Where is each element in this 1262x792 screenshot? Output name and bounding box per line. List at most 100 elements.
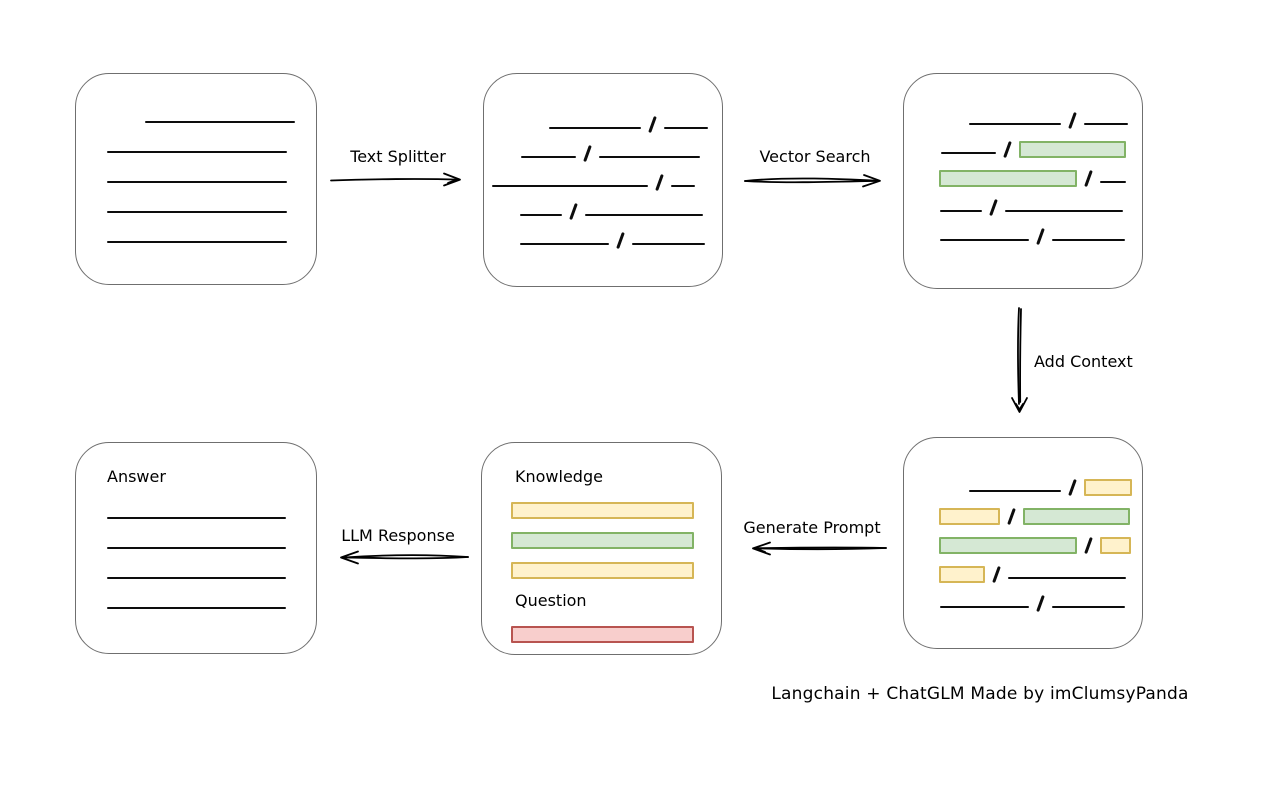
segment-row — [511, 519, 721, 549]
text-line — [1052, 606, 1125, 608]
spacer — [492, 248, 512, 249]
text-line — [107, 547, 286, 549]
spacer — [492, 219, 512, 220]
vector-search-label: Vector Search — [759, 147, 871, 166]
segment-row — [107, 187, 316, 217]
diagram-caption: Langchain + ChatGLM Made by imClumsyPand… — [771, 684, 1189, 704]
add-context-arrow-icon — [1011, 307, 1028, 413]
add-context-label: Add Context — [1034, 352, 1133, 371]
spacer — [912, 582, 931, 583]
segment-row — [107, 583, 316, 613]
box-prompt: Knowledge Question — [481, 442, 722, 655]
text-line — [521, 156, 576, 158]
segment-row — [492, 220, 722, 250]
segment-row — [492, 133, 722, 163]
slash-separator — [1084, 169, 1093, 188]
text-splitter-label: Text Splitter — [350, 147, 446, 166]
spacer — [912, 553, 931, 554]
question-heading: Question — [515, 591, 587, 610]
green-highlight-bar — [939, 537, 1077, 554]
spacer — [912, 611, 932, 612]
box-context-chunks — [903, 437, 1143, 649]
spacer — [912, 495, 961, 496]
slash-separator — [648, 115, 657, 134]
text-line — [941, 152, 996, 154]
spacer — [107, 126, 137, 127]
spacer — [912, 244, 932, 245]
green-highlight-bar — [939, 170, 1077, 187]
segment-row — [492, 162, 722, 192]
text-line — [671, 185, 695, 187]
segment-row — [912, 583, 1142, 613]
yellow-highlight-bar — [511, 502, 694, 519]
slash-separator — [1036, 227, 1045, 246]
yellow-highlight-bar — [511, 562, 694, 579]
text-line — [585, 214, 703, 216]
slash-separator — [616, 231, 625, 250]
answer-heading: Answer — [107, 467, 166, 486]
box-vector-matches — [903, 73, 1143, 289]
yellow-highlight-bar — [1084, 479, 1132, 496]
segment-row — [107, 127, 316, 157]
slash-separator — [1036, 594, 1045, 613]
yellow-highlight-bar — [1100, 537, 1131, 554]
slash-separator — [1084, 536, 1093, 555]
box-source-document — [75, 73, 317, 285]
text-line — [107, 181, 287, 183]
llm-response-arrow-icon — [340, 550, 469, 565]
green-highlight-bar — [511, 532, 694, 549]
text-line — [107, 151, 287, 153]
spacer — [912, 524, 931, 525]
box-split-text — [483, 73, 723, 287]
text-line — [107, 241, 287, 243]
slash-separator — [1068, 478, 1077, 497]
text-line — [599, 156, 700, 158]
knowledge-heading: Knowledge — [515, 467, 603, 486]
text-line — [520, 243, 609, 245]
segment-row — [107, 493, 316, 523]
text-line — [107, 211, 287, 213]
segment-row — [511, 613, 721, 643]
text-line — [664, 127, 708, 129]
text-line — [107, 607, 286, 609]
segment-row — [912, 525, 1142, 555]
segment-row — [511, 489, 721, 519]
text-line — [492, 185, 648, 187]
segment-row — [492, 191, 722, 221]
knowledge-bars — [511, 489, 721, 579]
segment-row — [912, 129, 1142, 159]
text-line — [940, 606, 1029, 608]
text-line — [969, 490, 1061, 492]
spacer — [492, 161, 513, 162]
text-line — [1100, 181, 1126, 183]
segment-row — [511, 549, 721, 579]
spacer — [492, 132, 541, 133]
slash-separator — [1003, 140, 1012, 159]
green-highlight-bar — [1019, 141, 1126, 158]
slash-separator — [992, 565, 1001, 584]
segment-row — [912, 187, 1142, 217]
text-line — [145, 121, 295, 123]
slash-separator — [989, 198, 998, 217]
box-answer: Answer — [75, 442, 317, 654]
segment-row — [912, 496, 1142, 526]
llm-response-label: LLM Response — [341, 526, 455, 545]
segment-row — [492, 104, 722, 134]
spacer — [912, 186, 931, 187]
slash-separator — [569, 202, 578, 221]
text-line — [940, 239, 1029, 241]
red-highlight-bar — [511, 626, 694, 643]
text-line — [969, 123, 1061, 125]
text-line — [1052, 239, 1125, 241]
segment-row — [107, 217, 316, 247]
text-line — [1005, 210, 1123, 212]
slash-separator — [1007, 507, 1016, 526]
yellow-highlight-bar — [939, 508, 1000, 525]
spacer — [912, 157, 933, 158]
text-splitter-arrow-icon — [330, 172, 461, 187]
segment-row — [107, 553, 316, 583]
text-line — [1084, 123, 1128, 125]
spacer — [912, 215, 932, 216]
text-line — [520, 214, 562, 216]
